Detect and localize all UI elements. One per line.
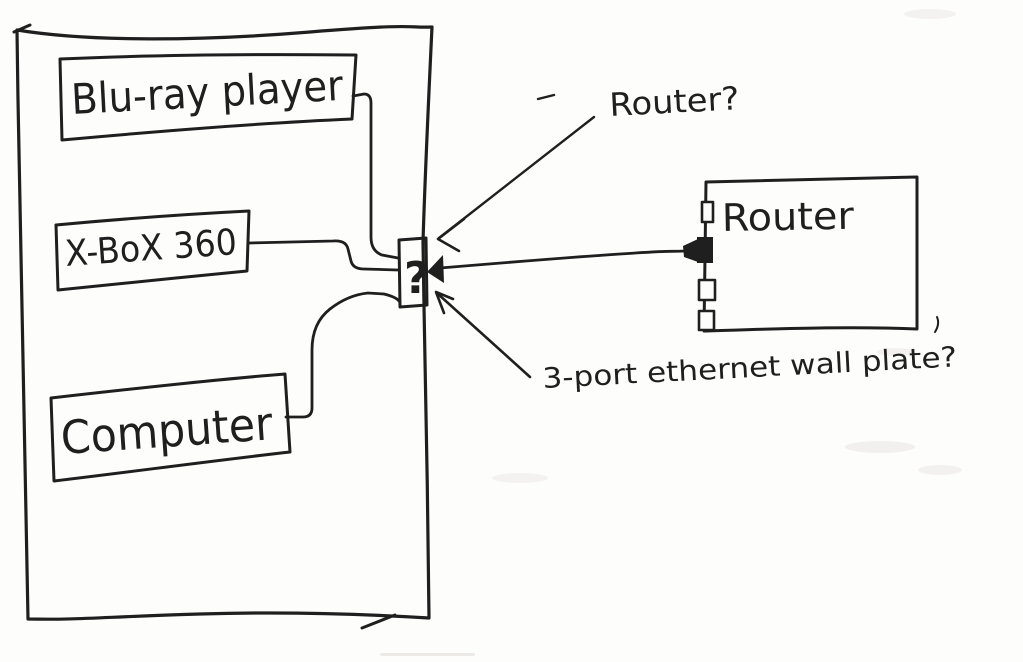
cable-computer-to-plate	[284, 291, 401, 419]
scan-smudge	[877, 348, 913, 356]
annotation-plate-label: 3-port ethernet wall plate?	[542, 340, 958, 395]
annotation-plate-leader	[436, 292, 532, 379]
router-port-top	[700, 200, 715, 224]
annotation-router-arrowhead	[436, 217, 466, 253]
router-port-2	[697, 278, 717, 302]
wall-plate-box	[397, 236, 429, 309]
room-corner-tick	[12, 23, 32, 34]
cable-plate-to-router	[438, 249, 688, 270]
router-box	[702, 175, 919, 333]
scan-smudge	[918, 465, 962, 475]
router-label: Router	[721, 194, 854, 240]
room-outline	[15, 24, 434, 621]
annotation-router-leader	[437, 115, 596, 240]
wall-plate-question-mark: ?	[404, 253, 430, 304]
router-port-3	[697, 309, 716, 332]
annotation-router-dash	[536, 93, 556, 101]
scan-smudge	[904, 9, 956, 19]
cable-xbox-to-plate	[247, 239, 400, 272]
router-connector-funnel	[683, 239, 698, 262]
scan-smudge	[492, 473, 548, 483]
annotation-router-label: Router?	[608, 79, 740, 124]
xbox-box	[54, 209, 251, 292]
cable-bluray-to-plate	[351, 92, 400, 260]
plate-connector-wedge	[427, 255, 444, 283]
scan-smudge	[845, 441, 915, 453]
scan-smudge	[380, 653, 475, 656]
room-bottom-tick	[360, 613, 397, 630]
bluray-box	[58, 53, 358, 142]
computer-box	[49, 372, 292, 483]
router-port-wan	[697, 237, 713, 263]
annotation-plate-arrowhead	[434, 290, 455, 315]
scan-artifacts	[380, 9, 962, 656]
stray-mark	[934, 316, 940, 333]
